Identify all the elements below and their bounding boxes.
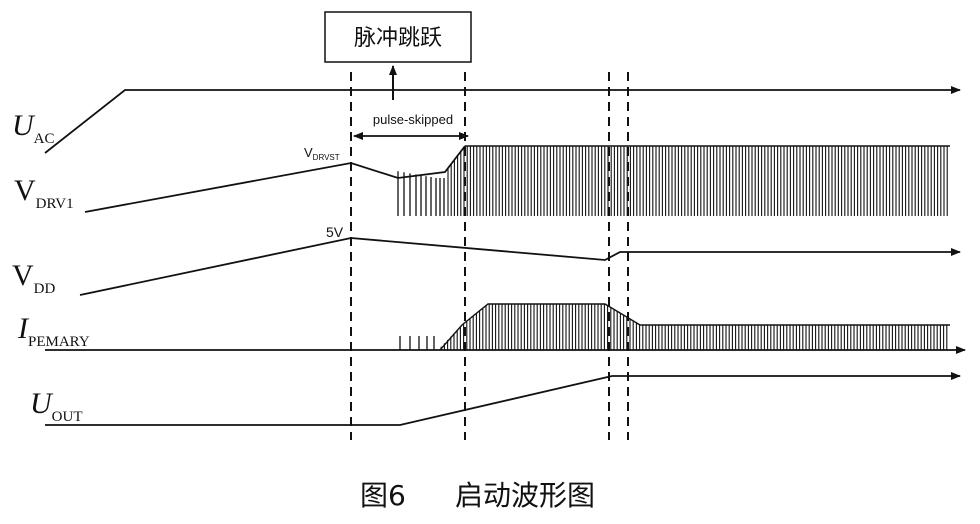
iprimary-envelope <box>439 303 950 351</box>
vdrv1-pulse-train <box>397 146 948 216</box>
signal-label-vdd: VDD <box>12 259 56 297</box>
vdd-trace <box>79 237 961 296</box>
annotation-text: 脉冲跳跃 <box>354 25 442 50</box>
vdrv1-ramp <box>84 145 466 213</box>
pulse-skipped-label: pulse-skipped <box>373 112 453 127</box>
signal-label-iprimary: IPEMARY <box>17 312 90 350</box>
uout-waveform <box>45 372 961 426</box>
pulse-skip-annotation: 脉冲跳跃 <box>324 11 472 100</box>
timing-guides <box>350 72 629 440</box>
iprimary-waveform <box>45 303 966 354</box>
signal-label-uout: UOUT <box>30 387 83 425</box>
vdd-waveform: 5V <box>79 224 961 296</box>
uout-trace <box>45 372 961 426</box>
vdrv1-waveform: VDRVST <box>84 145 950 216</box>
iprimary-pulse-train <box>399 304 948 350</box>
five-volt-marker: 5V <box>326 224 344 240</box>
caption-title: 启动波形图 <box>455 479 595 512</box>
pulse-skipped-span: pulse-skipped <box>353 112 469 140</box>
signal-label-uac: UAC <box>12 109 55 147</box>
uac-trace <box>44 86 961 154</box>
figure-caption: 图6 启动波形图 <box>360 479 595 512</box>
annotation-box <box>324 11 472 63</box>
uac-waveform <box>44 86 961 154</box>
signal-labels: UAC VDRV1 VDD IPEMARY UOUT <box>12 109 90 425</box>
signal-label-vdrv1: VDRV1 <box>14 174 74 212</box>
vdrvst-marker: VDRVST <box>304 145 340 162</box>
caption-figure-number: 图6 <box>360 479 406 512</box>
